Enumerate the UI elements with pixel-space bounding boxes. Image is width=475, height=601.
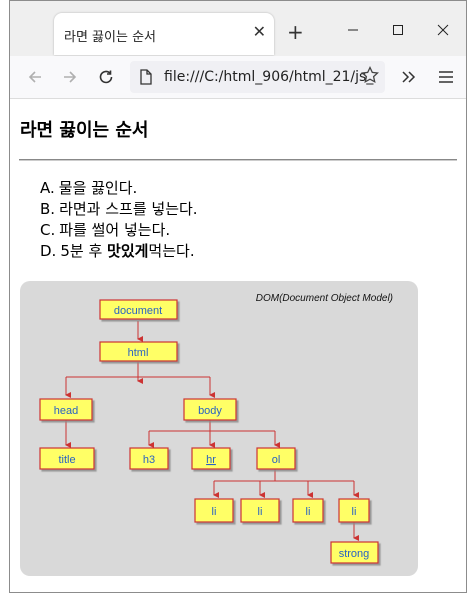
node-li: li <box>240 498 280 523</box>
node-label: li <box>306 506 311 518</box>
maximize-icon[interactable] <box>388 22 408 38</box>
new-tab-button[interactable]: + <box>287 20 304 44</box>
horizontal-rule <box>19 159 457 161</box>
node-head: head <box>39 398 93 421</box>
node-li: li <box>338 498 370 523</box>
list-item: C.파를 썰어 넣는다. <box>40 220 198 241</box>
node-label: li <box>212 506 217 518</box>
dom-tree-image: DOM(Document Object Model) <box>20 281 418 576</box>
node-label: title <box>58 454 75 466</box>
navigation-toolbar: file:///C:/html_906/html_21/js_ <box>10 56 466 99</box>
list-item-text: 물을 끓인다. <box>58 179 138 197</box>
list-item: D.5분 후 맛있게먹는다. <box>40 241 198 262</box>
node-html: html <box>99 341 178 362</box>
address-bar[interactable]: file:///C:/html_906/html_21/js_ <box>130 61 385 93</box>
list-item-text: 파를 썰어 넣는다. <box>59 221 171 239</box>
diagram-title: DOM(Document Object Model) <box>256 293 393 304</box>
close-window-icon[interactable] <box>433 22 453 38</box>
reload-icon[interactable] <box>97 68 115 86</box>
browser-tab[interactable]: 라면 끓이는 순서 ✕ <box>54 13 274 55</box>
node-li: li <box>194 498 234 523</box>
overflow-chevron-icon[interactable] <box>400 68 418 86</box>
strong-text: 맛있게 <box>107 242 149 260</box>
list-item-text: 5분 후 <box>60 242 108 260</box>
list-item: A.물을 끓인다. <box>40 178 198 199</box>
title-bar: 라면 끓이는 순서 ✕ + <box>10 1 466 56</box>
node-label: ol <box>272 454 281 466</box>
node-document: document <box>99 299 178 320</box>
back-icon[interactable] <box>26 68 44 86</box>
browser-window: 라면 끓이는 순서 ✕ + file:///C:/html_906/html_2… <box>9 0 467 593</box>
node-label: h3 <box>143 454 155 466</box>
node-label: strong <box>339 548 370 560</box>
list-marker: B. <box>40 200 56 218</box>
list-item-text-end: 먹는다. <box>148 242 195 260</box>
node-hr: hr <box>191 447 231 470</box>
node-label: head <box>54 405 78 417</box>
node-h3: h3 <box>129 447 169 470</box>
dom-tree-diagram: DOM(Document Object Model) <box>39 293 393 564</box>
bookmark-star-icon[interactable] <box>361 65 379 84</box>
steps-list: A.물을 끓인다. B.라면과 스프를 넣는다. C.파를 썰어 넣는다. D.… <box>20 178 198 262</box>
node-label: html <box>128 347 149 359</box>
node-ol: ol <box>256 447 296 470</box>
minimize-icon[interactable] <box>343 22 363 38</box>
forward-icon[interactable] <box>61 68 79 86</box>
tree-connectors <box>65 321 359 541</box>
node-strong: strong <box>330 541 379 564</box>
node-label: document <box>114 305 162 317</box>
node-li: li <box>292 498 324 523</box>
node-title: title <box>39 447 95 470</box>
page-title: 라면 끓이는 순서 <box>20 120 149 141</box>
node-label: body <box>198 405 222 417</box>
tab-title: 라면 끓이는 순서 <box>64 30 156 45</box>
list-item: B.라면과 스프를 넣는다. <box>40 199 198 220</box>
node-label: li <box>352 506 357 518</box>
tab-close-icon[interactable]: ✕ <box>252 22 266 41</box>
list-marker: C. <box>40 221 56 239</box>
node-label: li <box>258 506 263 518</box>
url-text[interactable]: file:///C:/html_906/html_21/js_ <box>164 69 374 85</box>
node-label: hr <box>206 454 216 466</box>
menu-icon[interactable] <box>437 68 455 86</box>
list-marker: D. <box>40 242 57 260</box>
node-body: body <box>183 398 237 421</box>
list-marker: A. <box>40 179 55 197</box>
list-item-text: 라면과 스프를 넣는다. <box>59 200 198 218</box>
page-icon <box>140 69 152 85</box>
